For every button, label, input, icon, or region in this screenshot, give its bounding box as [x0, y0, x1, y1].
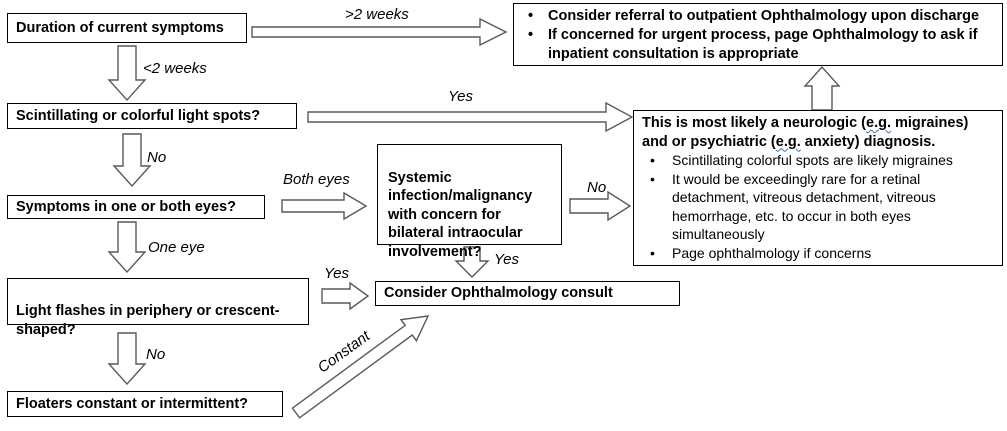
- arrow-duration-to-scintillating: [107, 45, 147, 102]
- edge-label-no-flashes: No: [146, 346, 166, 363]
- arrow-scintillating-to-neurologic: [307, 101, 634, 133]
- edge-label-yes-flashes: Yes: [324, 265, 350, 282]
- node-systemic-infection: Systemic infection/malignancy with conce…: [377, 144, 562, 260]
- bullet-item: Page ophthalmology if concerns: [642, 244, 994, 263]
- edge-label-no-systemic: No: [587, 179, 607, 196]
- node-label: Floaters constant or intermittent?: [16, 395, 249, 412]
- node-light-flashes: Light flashes in periphery or crescent- …: [7, 278, 309, 338]
- node-label: Light flashes in periphery or crescent- …: [16, 302, 280, 339]
- eg-abbreviation: e.g.: [866, 115, 891, 131]
- edge-label-both-eyes: Both eyes: [283, 171, 350, 188]
- bullet-text: If concerned for urgent process, page Op…: [548, 27, 978, 62]
- edge-label-one-eye: One eye: [148, 239, 205, 256]
- title-segment: anxiety) diagnosis.: [800, 133, 936, 150]
- node-floaters: Floaters constant or intermittent?: [7, 391, 283, 417]
- eg-abbreviation: e.g.: [775, 133, 801, 150]
- node-scintillating-spots: Scintillating or colorful light spots?: [7, 103, 297, 129]
- node-label: Duration of current symptoms: [16, 19, 224, 36]
- node-neurologic-diagnosis: This is most likely a neurologic (e.g. m…: [633, 110, 1003, 266]
- edge-label-gt2weeks: >2 weeks: [345, 6, 409, 23]
- edge-label-no-scint: No: [147, 149, 167, 166]
- title-segment: migraines) and or psychiatric (: [642, 115, 969, 150]
- arrow-lightflashes-to-consult: [321, 281, 370, 311]
- bullet-text: Consider referral to outpatient Ophthalm…: [548, 8, 980, 24]
- edge-label-yes-systemic: Yes: [494, 251, 520, 268]
- edge-label-yes-scint: Yes: [448, 88, 474, 105]
- node-outpatient-referral: Consider referral to outpatient Ophthalm…: [513, 3, 1003, 66]
- node-label: Symptoms in one or both eyes?: [16, 198, 236, 215]
- node-consider-consult: Consider Ophthalmology consult: [375, 281, 680, 306]
- node-one-or-both-eyes: Symptoms in one or both eyes?: [7, 195, 265, 219]
- bullet-item: If concerned for urgent process, page Op…: [522, 26, 994, 64]
- arrow-lightflashes-to-floaters: [107, 332, 147, 386]
- node-label: Consider Ophthalmology consult: [384, 285, 613, 301]
- node-label: Scintillating or colorful light spots?: [16, 107, 261, 124]
- node-label: Systemic infection/malignancy with conce…: [388, 169, 533, 260]
- bullet-text: It would be exceedingly rare for a retin…: [672, 170, 936, 243]
- bullet-text: Page ophthalmology if concerns: [672, 244, 872, 261]
- bullet-text: Scintillating colorful spots are likely …: [672, 152, 953, 168]
- arrow-floaters-to-consult: [291, 315, 430, 419]
- arrow-symptoms-to-lightflashes: [107, 221, 147, 274]
- arrow-symptoms-to-systemic: [281, 191, 368, 221]
- arrow-systemic-to-neurologic: [569, 190, 632, 222]
- bullet-item: Consider referral to outpatient Ophthalm…: [522, 7, 994, 26]
- edge-label-lt2weeks: <2 weeks: [143, 60, 207, 77]
- node-duration-of-symptoms: Duration of current symptoms: [7, 13, 247, 43]
- arrow-scintillating-to-symptoms: [112, 133, 152, 188]
- title-segment: This is most likely a neurologic (: [642, 115, 866, 131]
- arrow-neurologic-to-referral: [803, 65, 841, 111]
- arrow-systemic-to-consult: [454, 246, 490, 278]
- neurologic-title: This is most likely a neurologic (e.g. m…: [642, 114, 994, 151]
- bullet-item: Scintillating colorful spots are likely …: [642, 151, 994, 170]
- bullet-item: It would be exceedingly rare for a retin…: [642, 170, 994, 244]
- arrow-duration-to-referral: [251, 17, 508, 47]
